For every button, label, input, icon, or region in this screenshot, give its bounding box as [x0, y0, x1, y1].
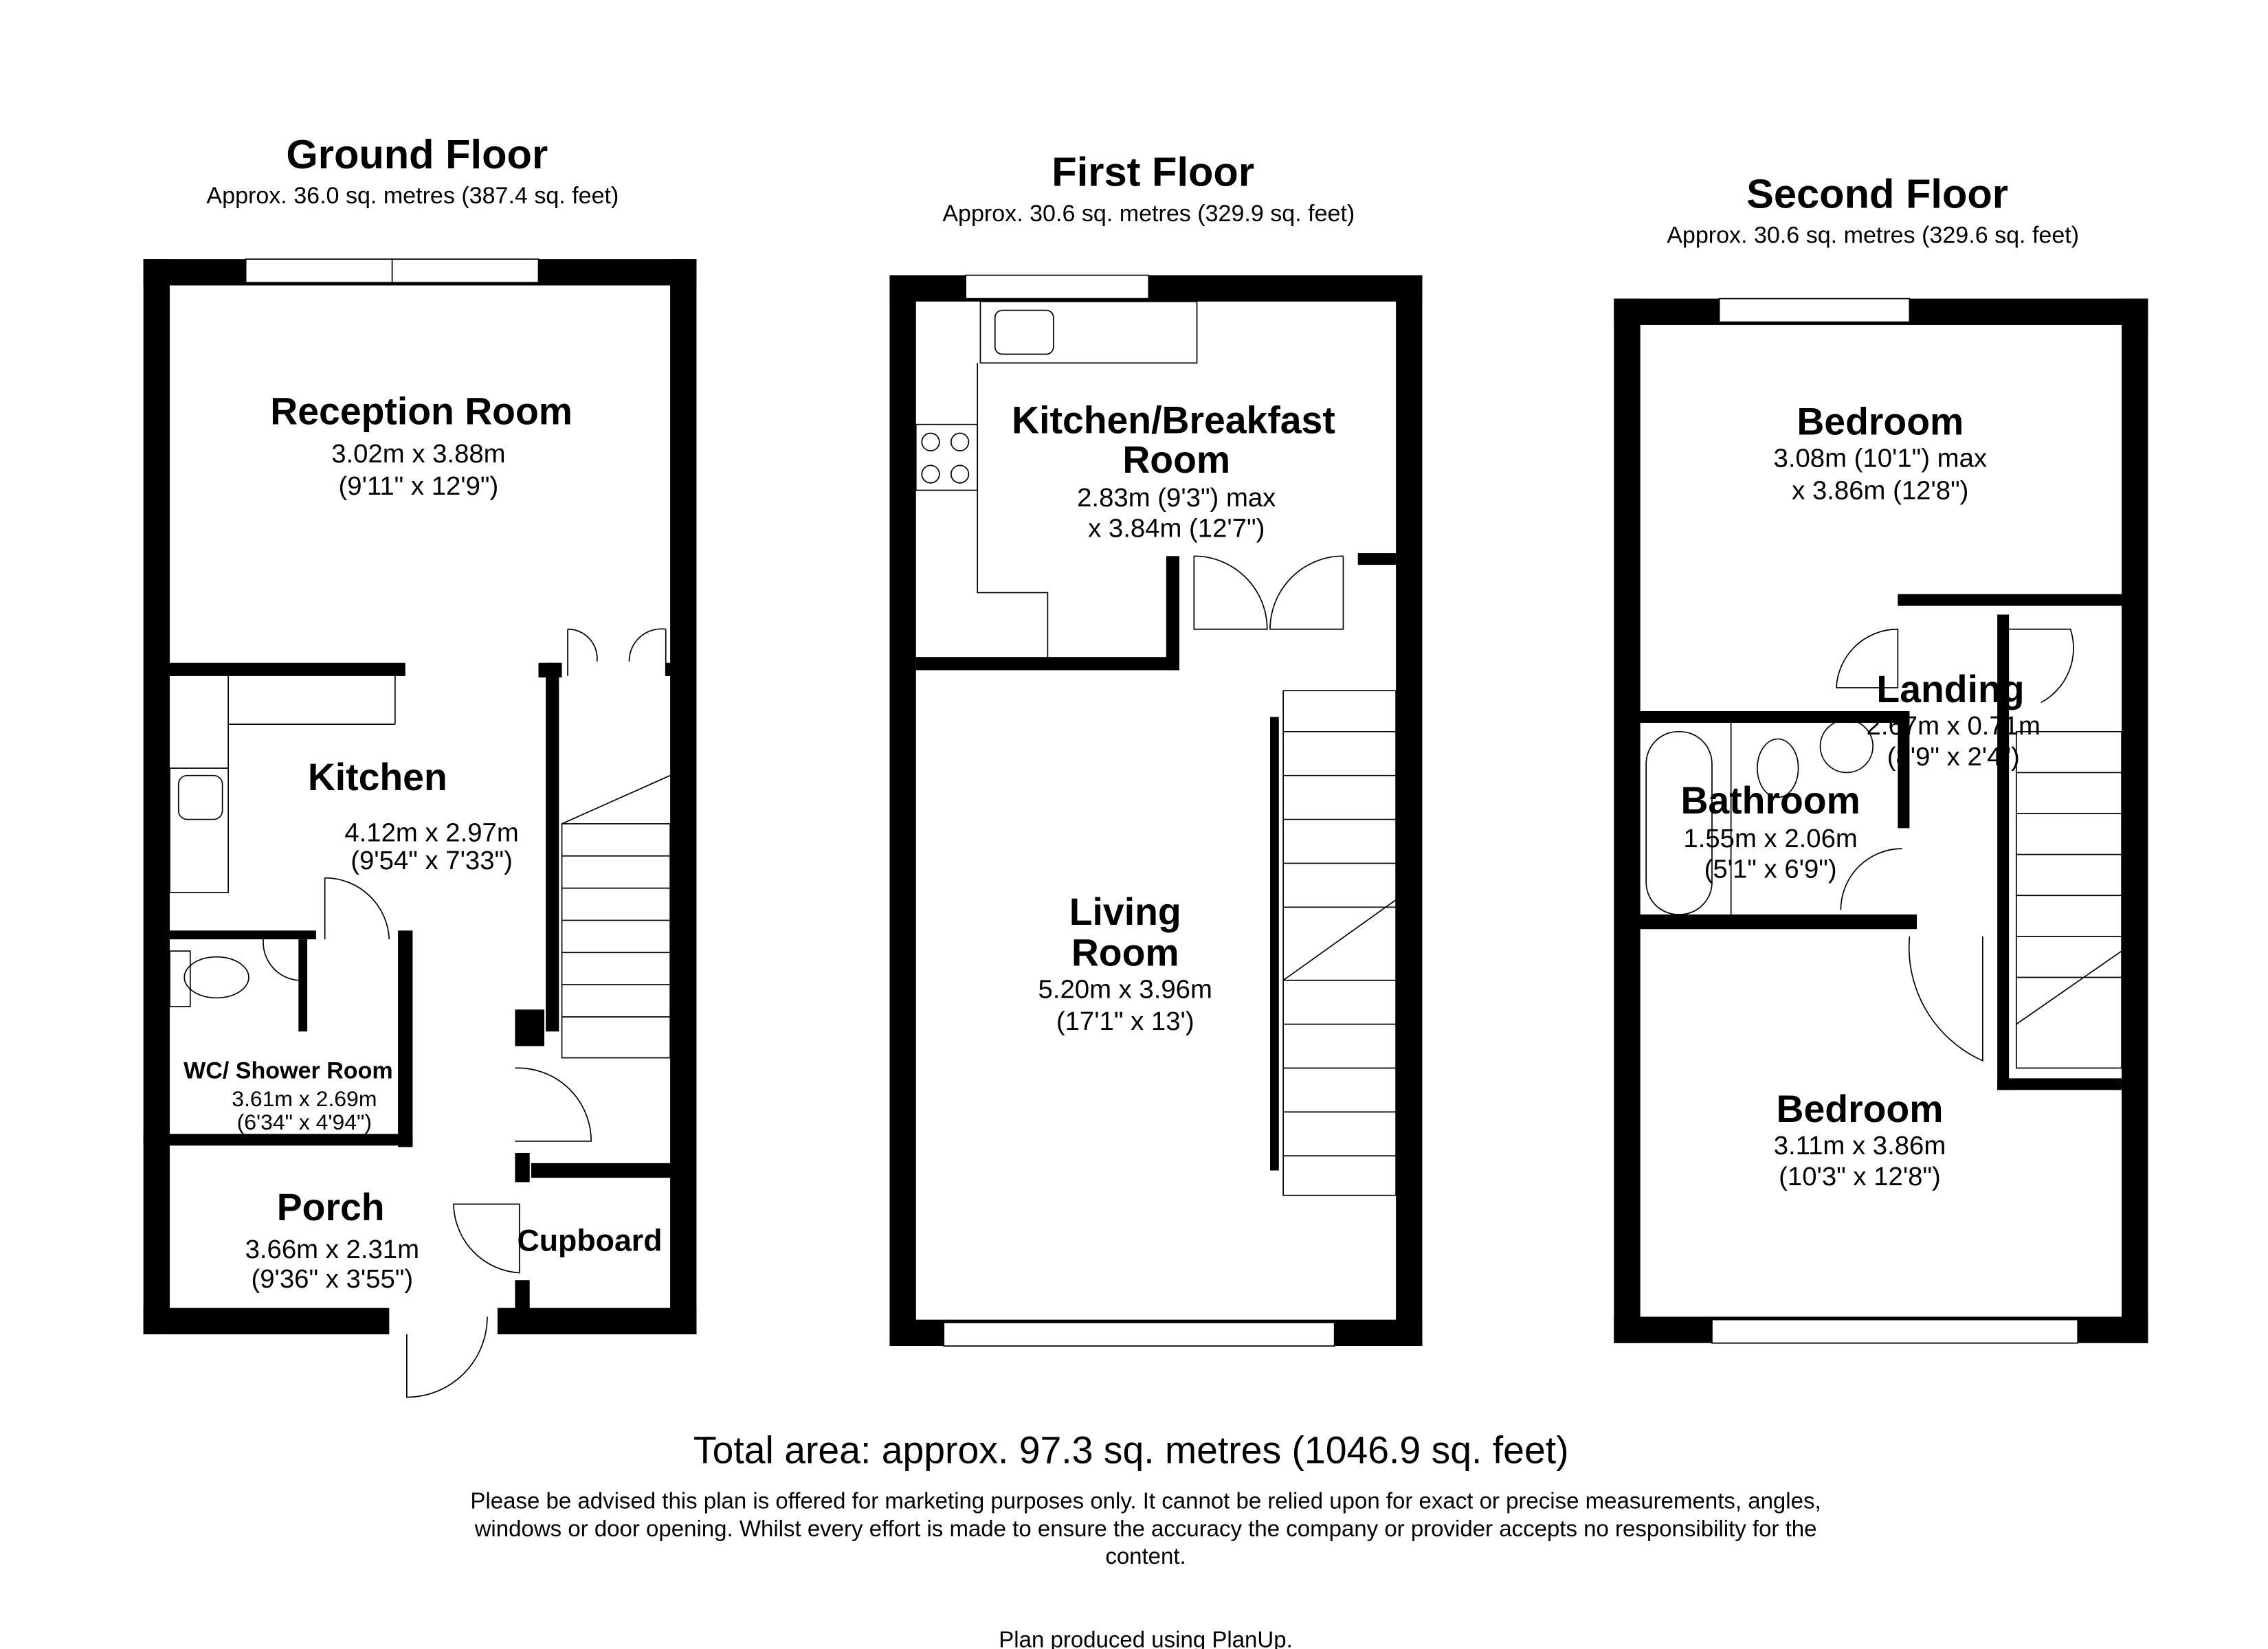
floor-title: First Floor: [1052, 149, 1254, 195]
staircase: [2015, 730, 2122, 1069]
total-area: Total area: approx. 97.3 sq. metres (104…: [693, 1428, 1569, 1471]
window: [943, 1322, 1335, 1347]
room-size-ft: (17'1" x 13'): [1056, 1007, 1194, 1036]
room-size-ft: (9'11" x 12'9"): [339, 471, 499, 501]
room-size-ft: x 3.86m (12'8"): [1792, 475, 1968, 505]
room-name: WC/ Shower Room: [184, 1057, 393, 1084]
room-name: Living: [1069, 890, 1181, 933]
room-name: Kitchen/Breakfast: [1012, 399, 1335, 441]
room-size-m: 5.20m x 3.96m: [1038, 974, 1212, 1004]
room-name: Room: [1122, 438, 1230, 481]
ground-floor: Ground Floor Approx. 36.0 sq. metres (38…: [143, 131, 697, 1398]
first-floor: First Floor Approx. 30.6 sq. metres (329…: [889, 149, 1423, 1347]
room-size-ft: (6'34" x 4'94"): [237, 1110, 372, 1134]
room-name: Kitchen: [308, 756, 447, 798]
disclaimer-line: windows or door opening. Whilst every ef…: [474, 1516, 1817, 1541]
room-size-m: 4.12m x 2.97m: [344, 818, 518, 847]
room-size-ft: (8'9" x 2'4"): [1887, 742, 2020, 772]
floor-area: Approx. 30.6 sq. metres (329.9 sq. feet): [942, 201, 1355, 227]
disclaimer-line: content.: [1105, 1543, 1186, 1569]
room-size-m: 2.83m (9'3") max: [1077, 483, 1276, 513]
room-size-m: 1.55m x 2.06m: [1683, 824, 1857, 853]
room-size-ft: (9'54" x 7'33"): [351, 846, 513, 875]
room-size-m: 2.67m x 0.71m: [1867, 711, 2041, 741]
floor-area: Approx. 30.6 sq. metres (329.6 sq. feet): [1667, 223, 2079, 249]
floor-area: Approx. 36.0 sq. metres (387.4 sq. feet): [206, 183, 619, 209]
window: [1711, 1319, 2079, 1344]
room-name: Bathroom: [1680, 779, 1860, 822]
room-name: Landing: [1876, 668, 2024, 710]
room-size-m: 3.61m x 2.69m: [232, 1086, 377, 1111]
room-name: Bedroom: [1777, 1088, 1944, 1130]
window: [965, 274, 1150, 300]
room-name: Cupboard: [517, 1224, 662, 1258]
room-size-ft: (9'36" x 3'55"): [251, 1264, 413, 1294]
room-name: Reception Room: [270, 390, 572, 433]
floor-title: Second Floor: [1746, 171, 2008, 217]
room-size-m: 3.02m x 3.88m: [331, 439, 505, 469]
floor-title: Ground Floor: [286, 131, 548, 177]
room-size-m: 3.08m (10'1") max: [1774, 443, 1988, 473]
room-size-ft: (10'3" x 12'8"): [1779, 1162, 1941, 1191]
room-size-ft: x 3.84m (12'7"): [1088, 514, 1265, 543]
window: [1718, 298, 1911, 323]
disclaimer-line: Please be advised this plan is offered f…: [470, 1488, 1821, 1513]
fixtures: [915, 301, 1397, 1196]
staircase: [1282, 690, 1397, 1196]
credit: Plan produced using PlanUp.: [999, 1627, 1292, 1649]
walls: [143, 259, 697, 1334]
room-size-m: 3.11m x 3.86m: [1774, 1131, 1946, 1160]
room-name: Room: [1071, 931, 1179, 974]
second-floor: Second Floor Approx. 30.6 sq. metres (32…: [1614, 171, 2148, 1344]
fixtures: [169, 628, 671, 1398]
staircase: [562, 774, 671, 1018]
room-size-ft: (5'1" x 6'9"): [1704, 855, 1837, 884]
walls: [1614, 298, 2148, 1343]
room-name: Bedroom: [1797, 401, 1964, 443]
room-name: Porch: [277, 1186, 385, 1229]
room-size-m: 3.66m x 2.31m: [245, 1235, 419, 1264]
fixtures: [1645, 628, 2122, 1069]
